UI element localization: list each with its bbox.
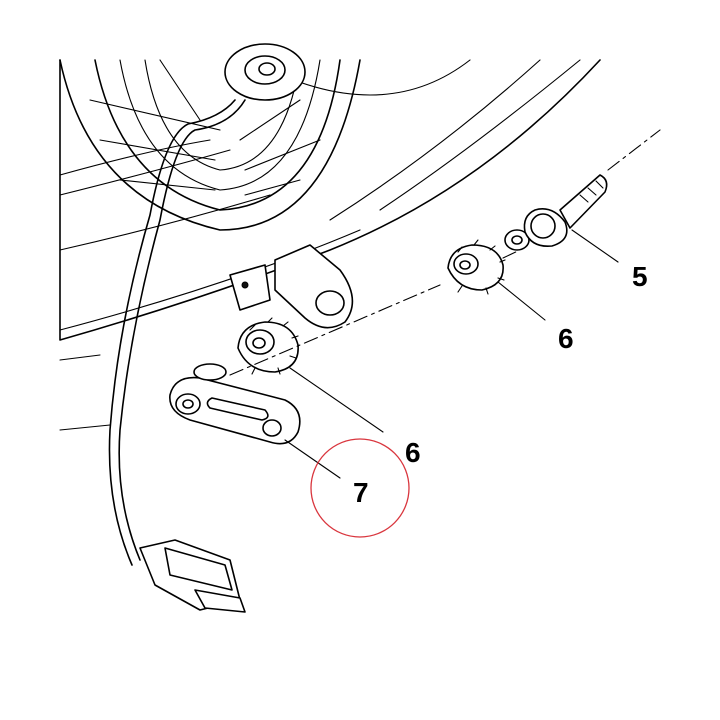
bushing-part-upper <box>447 239 506 295</box>
leader-lines <box>284 229 619 479</box>
bolt-part <box>504 174 608 251</box>
wire-harness <box>108 99 246 613</box>
assembly-axis <box>229 129 661 376</box>
callout-highlight-circle <box>310 438 410 538</box>
bushing-part-lower <box>237 317 299 375</box>
callout-label-bushing-upper: 6 <box>558 323 574 354</box>
bracket-part <box>169 363 301 445</box>
fan-grille <box>59 43 361 231</box>
callout-label-bushing-lower: 6 <box>405 437 421 468</box>
callout-label-bolt: 5 <box>632 261 648 292</box>
shroud-mounting-tab <box>229 244 354 329</box>
callout-label-bracket: 7 <box>353 477 369 508</box>
